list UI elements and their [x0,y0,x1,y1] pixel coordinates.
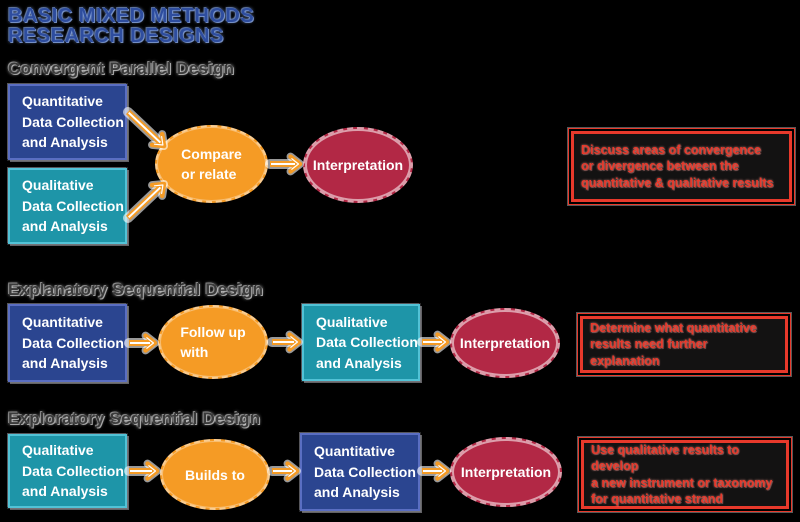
quantitative-box-s2: Quantitative Data Collection and Analysi… [8,304,127,382]
flow-arrow-6-head-core [148,465,157,477]
flow-arrow-3-head [143,333,158,353]
qualitative-box-s1: Qualitative Data Collection and Analysis [8,168,127,244]
flow-arrow-3-head-core [146,337,155,349]
callout-note-s1: Discuss areas of convergence or divergen… [568,128,795,205]
flow-arrow-6-head [145,461,160,481]
section-heading-convergent: Convergent Parallel Design [8,59,235,78]
callout-text-s2: Determine what quantitative results need… [580,316,788,373]
qualitative-box-s3: Qualitative Data Collection and Analysis [8,434,127,508]
section-heading-exploratory: Exploratory Sequential Design [8,409,261,428]
flow-arrow-1-head [149,181,167,199]
flow-arrow-0-shaft [125,109,164,146]
flow-arrow-7-head-core [288,465,297,477]
flow-arrow-0-core [128,111,162,144]
flow-arrow-2-head [288,154,303,174]
flow-arrow-2-head-halo [286,152,304,176]
flow-arrow-1-head-core [153,184,164,195]
follow-up-with-ellipse: Follow up with [158,305,268,379]
flow-arrow-1-head-halo [148,180,168,200]
flow-arrow-4-head-core [290,336,299,348]
flow-arrow-2-head-core [291,158,300,170]
flow-arrow-1-halo [123,181,167,223]
section-heading-explanatory: Explanatory Sequential Design [8,280,264,299]
flow-arrow-5-head [435,332,450,352]
flow-arrow-4-head [287,332,302,352]
interpretation-ellipse-s2: Interpretation [450,308,560,378]
flow-arrow-1-core [128,186,162,219]
qualitative-box-s2: Qualitative Data Collection and Analysis [302,304,420,381]
flow-arrow-0-halo [123,107,167,149]
callout-note-s3: Use qualitative results to develop a new… [578,437,792,512]
flow-arrow-8-head-halo [433,459,451,483]
quantitative-box-s3: Quantitative Data Collection and Analysi… [300,433,420,511]
flow-arrow-7-head-halo [283,459,301,483]
flow-arrow-8-head [435,461,450,481]
diagram-title: BASIC MIXED METHODS RESEARCH DESIGNS [8,5,255,47]
flow-arrow-6-head-halo [143,459,161,483]
flow-arrow-8-head-core [438,465,447,477]
callout-text-s3: Use qualitative results to develop a new… [581,440,789,509]
builds-to-ellipse: Builds to [160,439,270,510]
callout-note-s2: Determine what quantitative results need… [577,313,791,376]
flow-arrow-1-shaft [125,184,164,221]
interpretation-ellipse-s3: Interpretation [450,437,562,507]
quantitative-box-s1: Quantitative Data Collection and Analysi… [8,84,127,160]
flow-arrow-4-head-halo [285,330,303,354]
callout-text-s1: Discuss areas of convergence or divergen… [571,131,792,202]
interpretation-ellipse-s1: Interpretation [303,127,413,203]
flow-arrow-3-head-halo [141,331,159,355]
flow-arrow-7-head [285,461,300,481]
flow-arrow-5-head-core [438,336,447,348]
flow-arrow-5-head-halo [433,330,451,354]
compare-or-relate-ellipse: Compare or relate [155,125,268,203]
